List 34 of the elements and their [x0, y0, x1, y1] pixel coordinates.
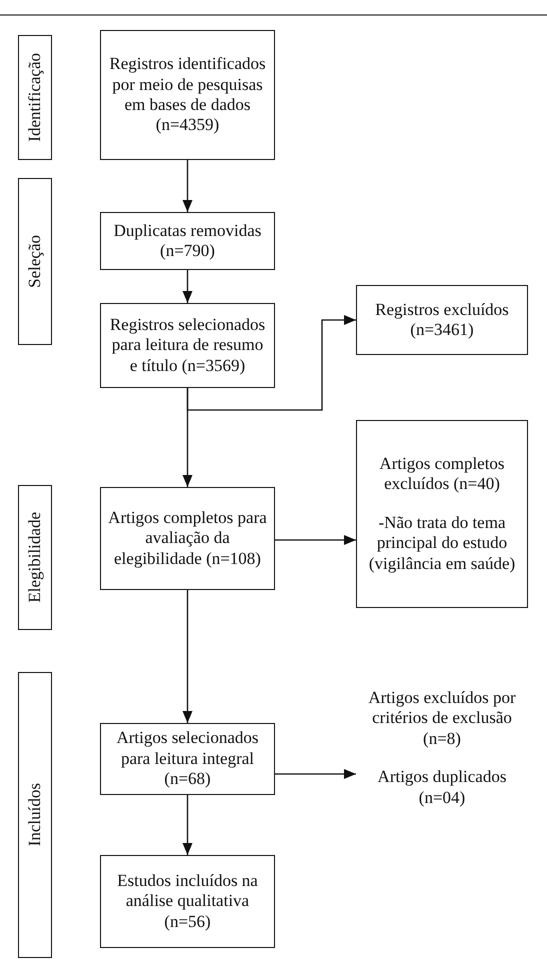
box-text: Artigos duplicados (n=04) [376, 767, 508, 808]
arrow [182, 270, 192, 303]
stage-label: Incluídos [24, 783, 45, 847]
process-box [100, 303, 275, 388]
box-text: Registros excluídos (n=3461) [374, 300, 510, 340]
arrow [275, 769, 356, 779]
arrow [275, 535, 356, 545]
box-text: Registros selecionados para leitura de resumo e título (n=3569) [108, 314, 266, 376]
arrow [182, 590, 192, 723]
process-box [356, 285, 528, 355]
stage-label-box [18, 672, 52, 958]
process-box [100, 487, 275, 590]
arrow [186, 315, 356, 411]
stage-label-box [18, 485, 52, 630]
box-text: Duplicatas removidas (n=790) [112, 220, 262, 262]
process-box [100, 855, 275, 948]
box-text: Estudos incluídos na análise qualitativa (n=56) [116, 870, 259, 932]
box-text: Registros identificados por meio de pesquisas em bases de dados (n=4359) [108, 54, 267, 136]
box-text: Artigos selecionados para leitura integral (n=68) [115, 728, 260, 790]
stage-label-box [18, 178, 52, 345]
arrow [182, 160, 192, 212]
box-text: Artigos completos excluídos (n=40) [378, 454, 506, 495]
arrow [182, 795, 192, 855]
box-text: Artigos excluídos por critérios de exclusão (n=8) [367, 688, 517, 750]
stage-label-box [18, 35, 52, 160]
stage-label: Identificação [24, 53, 45, 142]
stage-label: Seleção [24, 235, 45, 288]
box-text: Artigos completos para avaliação da elegibilidade (n=108) [107, 508, 268, 570]
process-box [100, 212, 275, 270]
process-box [100, 723, 275, 795]
process-box [356, 420, 528, 608]
process-box [100, 30, 275, 160]
box-text: -Não trata do tema principal do estudo (vigilância em saúde) [368, 512, 516, 574]
stage-label: Elegibilidade [24, 512, 45, 603]
